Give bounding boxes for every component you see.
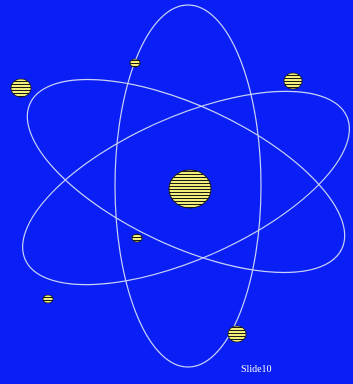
electron-left (11, 79, 31, 97)
electron-lower-left (43, 295, 53, 303)
slide-number: Slide10 (241, 364, 272, 376)
electron-bottom (228, 326, 246, 342)
electron-right (284, 73, 302, 89)
electron-top (130, 59, 140, 67)
nucleus (169, 170, 211, 208)
electron-center (132, 234, 142, 242)
